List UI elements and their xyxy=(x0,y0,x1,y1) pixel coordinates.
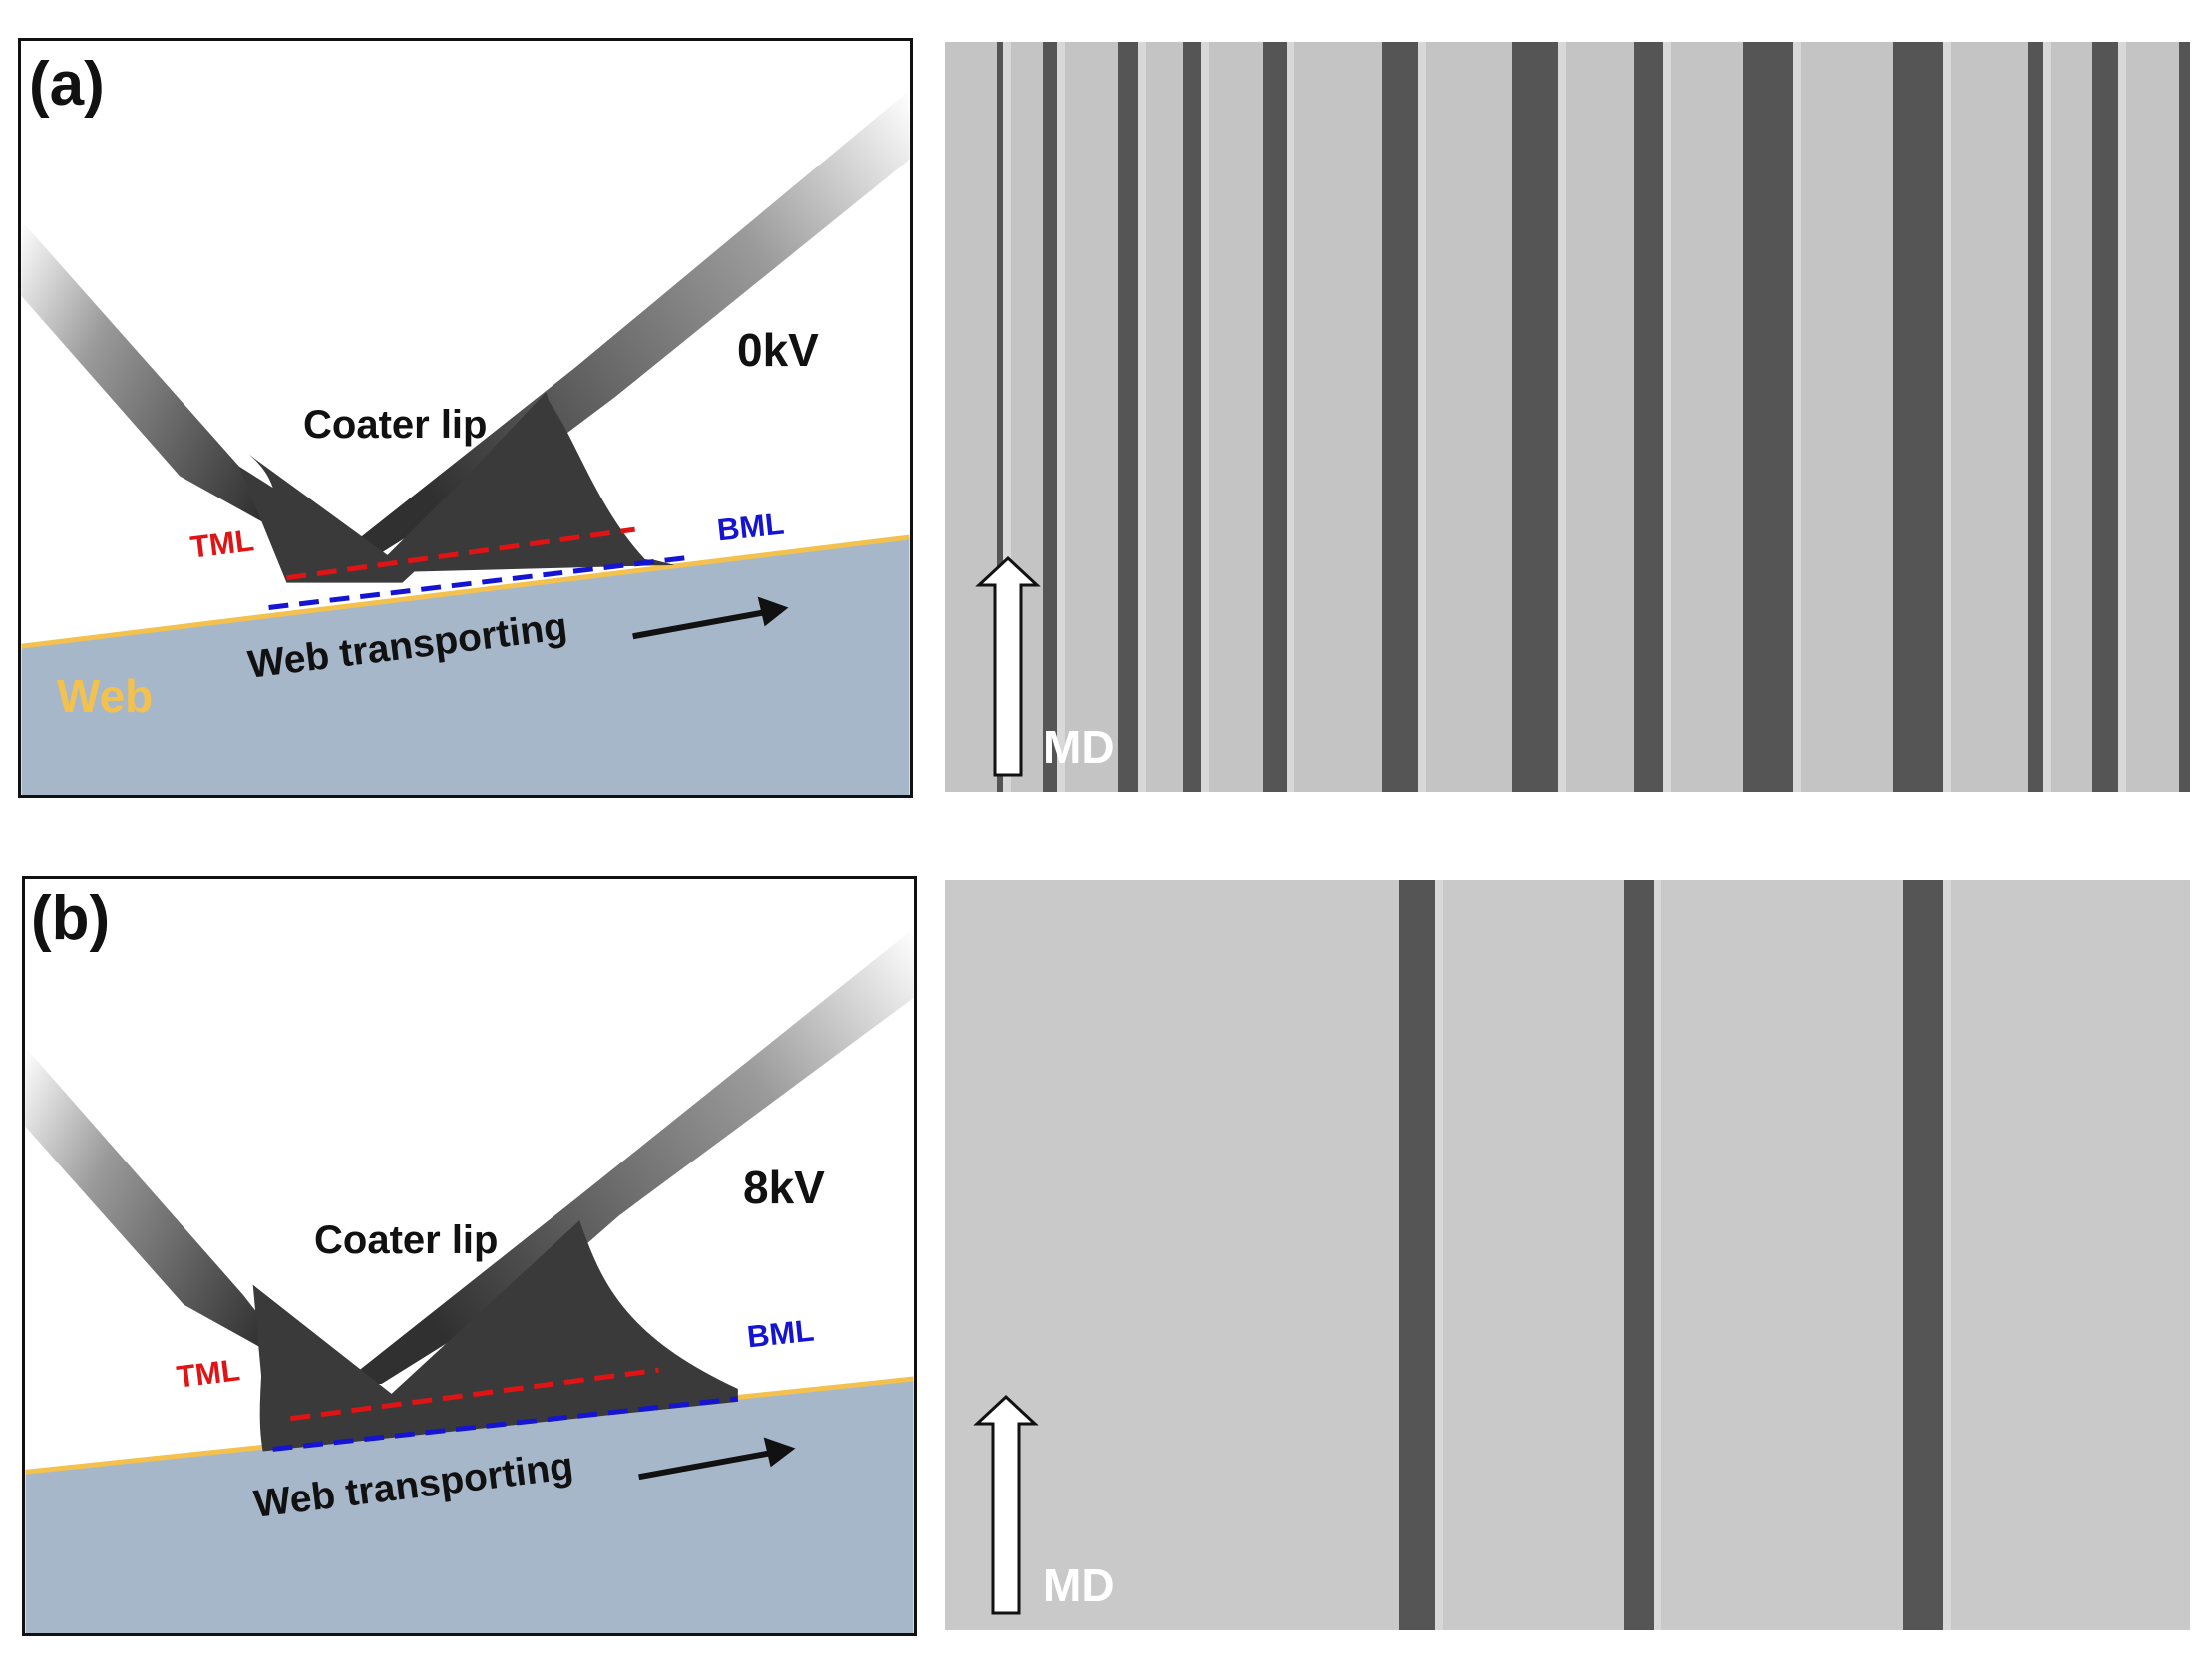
arrow-right-icon xyxy=(757,596,789,627)
coating-stripe xyxy=(2028,42,2043,792)
coater-lip-label-b: Coater lip xyxy=(314,1218,499,1262)
coater-lip-left-face xyxy=(25,1047,313,1384)
voltage-label-b: 8kV xyxy=(743,1162,825,1213)
schematic-a-svg xyxy=(21,90,910,795)
stripe-edge-highlight xyxy=(1003,42,1011,792)
stripe-edge-highlight xyxy=(1435,880,1443,1630)
stripe-edge-highlight xyxy=(1201,42,1209,792)
stripe-edge-highlight xyxy=(1654,880,1661,1630)
web-substrate xyxy=(25,1379,914,1633)
coating-photo-b: MD xyxy=(945,880,2190,1630)
stripe-edge-highlight xyxy=(1057,42,1065,792)
bml-line xyxy=(268,555,685,610)
coating-stripe xyxy=(1743,42,1793,792)
coating-stripe xyxy=(1183,42,1201,792)
arrow-up-icon xyxy=(973,1394,1039,1615)
coating-stripe xyxy=(1382,42,1418,792)
coating-stripe xyxy=(1624,880,1654,1630)
coating-stripe xyxy=(1263,42,1287,792)
web-substrate xyxy=(21,537,910,795)
web-label-a: Web xyxy=(57,670,154,722)
arrow-up-icon xyxy=(975,555,1041,777)
stripe-edge-highlight xyxy=(1943,880,1951,1630)
stripe-edge-highlight xyxy=(1663,42,1671,792)
coater-lip-left-face xyxy=(21,220,309,555)
md-arrow-a xyxy=(975,555,1041,777)
coating-stripe xyxy=(997,42,1003,792)
stripe-edge-highlight xyxy=(2043,42,2051,792)
voltage-label-a: 0kV xyxy=(737,324,819,376)
coater-lip-wedge xyxy=(238,392,561,583)
schematic-b-svg xyxy=(25,928,914,1633)
transport-arrow-shaft xyxy=(632,609,765,640)
tml-label-a: TML xyxy=(188,522,256,565)
schematic-a: (a) 0kV Coater lip TML BML Web transport… xyxy=(18,38,913,798)
coating-stripe xyxy=(1118,42,1138,792)
coater-lip-right-face xyxy=(338,90,910,555)
coater-lip-label-a: Coater lip xyxy=(303,403,488,447)
coating-stripe xyxy=(1903,880,1943,1630)
bml-label-a: BML xyxy=(715,505,786,548)
bml-label-b: BML xyxy=(745,1312,816,1355)
stripe-layer-a xyxy=(997,42,2190,792)
schematic-b: (b) 8kV Coater lip TML BML Web transport… xyxy=(22,876,917,1636)
md-label-a: MD xyxy=(1043,721,1115,773)
transport-arrow-shaft xyxy=(638,1450,771,1481)
arrow-right-icon xyxy=(763,1437,796,1468)
tml-line xyxy=(286,526,635,581)
stripe-edge-highlight xyxy=(1793,42,1801,792)
coating-stripe xyxy=(1634,42,1663,792)
panel-label-b: (b) xyxy=(31,884,111,953)
stripe-edge-highlight xyxy=(1558,42,1566,792)
coating-stripe xyxy=(1893,42,1943,792)
coating-stripe xyxy=(1399,880,1435,1630)
tml-label-b: TML xyxy=(175,1352,242,1395)
coating-stripe xyxy=(1512,42,1558,792)
coating-photo-a: MD xyxy=(945,42,2190,792)
panel-label-a: (a) xyxy=(29,50,105,119)
md-arrow-b xyxy=(973,1394,1039,1615)
coater-lip-wedge xyxy=(252,1220,595,1449)
tml-line xyxy=(290,1367,659,1422)
stripe-edge-highlight xyxy=(1943,42,1951,792)
stripe-edge-highlight xyxy=(1287,42,1294,792)
md-label-b: MD xyxy=(1043,1559,1115,1611)
coating-stripe xyxy=(1043,42,1057,792)
bml-line xyxy=(272,1396,739,1452)
web-surface-line xyxy=(21,534,910,649)
stripe-edge-highlight xyxy=(1138,42,1146,792)
coating-stripe xyxy=(2179,42,2190,792)
stripe-edge-highlight xyxy=(2118,42,2126,792)
coating-stripe xyxy=(2092,42,2118,792)
stripe-edge-highlight xyxy=(1418,42,1426,792)
stripe-layer-b xyxy=(1399,880,1951,1630)
